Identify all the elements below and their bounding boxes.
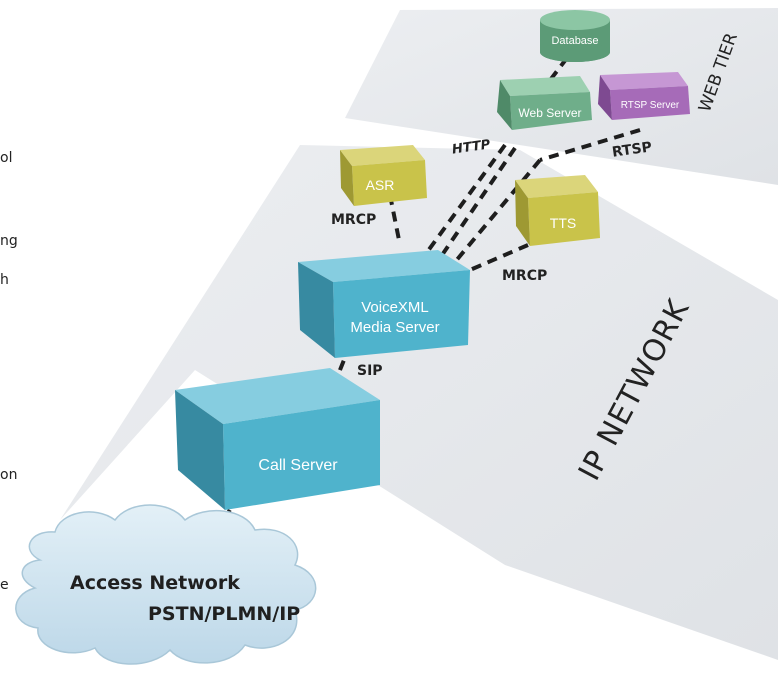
database-label: Database	[551, 35, 598, 47]
web-server-label: Web Server	[518, 106, 581, 120]
rtsp-server-node: RTSP Server	[598, 72, 690, 120]
left-text-fragment: h	[0, 272, 9, 288]
link-http-2	[438, 146, 517, 260]
call-server-node: Call Server	[175, 368, 380, 510]
link-label-mrcp-tts: MRCP	[502, 268, 548, 284]
left-text-fragment: ng	[0, 233, 18, 249]
link-rtsp-2	[453, 158, 542, 264]
voicexml-label-line2: Media Server	[350, 319, 439, 336]
tts-node: TTS	[515, 175, 600, 246]
access-network-cloud	[15, 504, 317, 665]
access-network-sublabel: PSTN/PLMN/IP	[148, 603, 301, 625]
left-text-fragment: ol	[0, 150, 13, 166]
rtsp-server-label: RTSP Server	[621, 100, 680, 111]
link-label-sip: SIP	[357, 363, 383, 379]
left-text-fragment: on	[0, 467, 18, 483]
database-node: Database	[540, 10, 610, 62]
voicexml-server-node: VoiceXML Media Server	[298, 250, 470, 358]
asr-label: ASR	[366, 177, 395, 193]
call-server-label: Call Server	[258, 457, 338, 474]
left-text-fragment: e	[0, 577, 9, 593]
ip-network-plane	[60, 145, 778, 660]
link-rtsp	[539, 128, 641, 162]
tts-label: TTS	[550, 215, 576, 231]
link-tts	[469, 243, 529, 272]
web-server-node: Web Server	[497, 76, 592, 130]
access-network-label: Access Network	[70, 572, 240, 594]
link-http-1	[423, 143, 507, 257]
link-asr	[388, 194, 402, 246]
asr-node: ASR	[340, 145, 427, 206]
voicexml-label-line1: VoiceXML	[361, 299, 429, 316]
link-label-mrcp-asr: MRCP	[331, 212, 377, 228]
